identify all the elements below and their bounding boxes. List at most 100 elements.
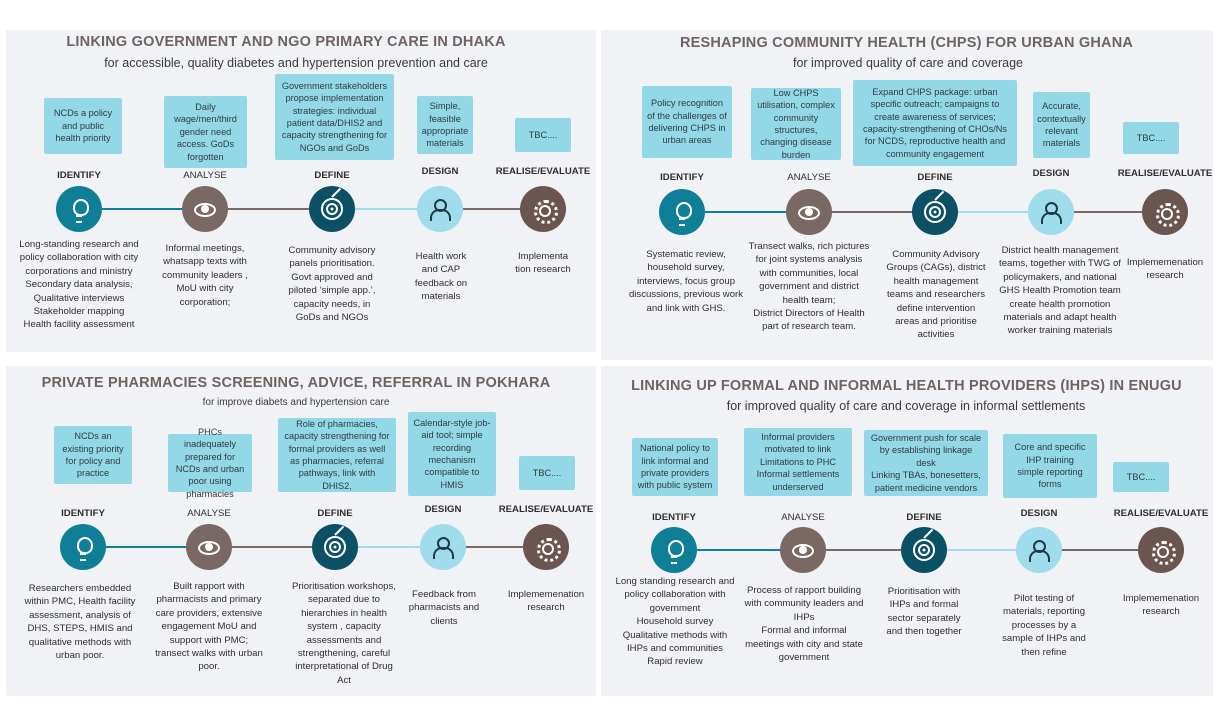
panel-title: LINKING UP FORMAL AND INFORMAL HEALTH PR… — [631, 378, 1182, 394]
panel-enugu: LINKING UP FORMAL AND INFORMAL HEALTH PR… — [601, 366, 1213, 696]
box-analyse: Informal providers motivated to link Lim… — [744, 428, 852, 496]
timeline-line — [466, 546, 523, 548]
stage-analyse-node — [186, 524, 232, 570]
desc-design: Feedback from pharmacists and clients — [408, 589, 480, 627]
box-design: Accurate, contextually relevant material… — [1033, 92, 1090, 158]
stage-realise-label: REALISE/EVALUATE — [1113, 508, 1209, 519]
desc-realise: Implememenation research — [507, 589, 585, 614]
stage-identify-label: IDENTIFY — [61, 508, 105, 519]
panel-subtitle: for improve diabets and hypertension car… — [202, 397, 390, 408]
box-define: Government push for scale by establishin… — [864, 430, 988, 496]
stage-analyse-label: ANALYSE — [787, 172, 831, 183]
box-identify: NCDs an existing priority for policy and… — [54, 426, 132, 484]
person-check-icon — [1025, 536, 1053, 564]
stage-design-label: DESIGN — [424, 504, 462, 515]
panel-ghana: RESHAPING COMMUNITY HEALTH (CHPS) FOR UR… — [601, 30, 1213, 360]
stage-design-node — [420, 524, 466, 570]
box-identify: National policy to link informal and pri… — [632, 438, 718, 496]
eye-icon — [789, 536, 817, 564]
stage-design-node — [1028, 189, 1074, 235]
panel-subtitle: for improved quality of care and coverag… — [793, 56, 1023, 70]
target-icon — [910, 536, 938, 564]
gear-icon — [532, 533, 561, 562]
box-define: Expand CHPS package: urban specific outr… — [853, 80, 1017, 166]
stage-define-label: DEFINE — [314, 170, 350, 181]
eye-icon — [195, 533, 223, 561]
timeline-line — [355, 208, 417, 210]
desc-analyse: Transect walks, rich pictures for joint … — [748, 241, 870, 333]
panel-title: LINKING GOVERNMENT AND NGO PRIMARY CARE … — [66, 34, 506, 50]
stage-analyse-label: ANALYSE — [183, 170, 227, 181]
eye-icon — [191, 195, 219, 223]
stage-define-node — [912, 189, 958, 235]
box-analyse: Daily wage/men/third gender need access.… — [164, 96, 247, 168]
stage-analyse-node — [780, 527, 826, 573]
timeline-line — [947, 549, 1016, 551]
stage-realise-node — [1138, 527, 1184, 573]
desc-design: District health management teams, togeth… — [999, 245, 1121, 337]
timeline-line — [832, 211, 913, 213]
panel-title: PRIVATE PHARMACIES SCREENING, ADVICE, RE… — [41, 375, 551, 391]
desc-identify: Long standing research and policy collab… — [615, 576, 735, 668]
stage-design-node — [417, 186, 463, 232]
box-design: Core and specific IHP training simple re… — [1003, 434, 1097, 498]
desc-realise: Implememenation research — [1126, 257, 1204, 282]
timeline-line — [697, 549, 780, 551]
stage-analyse-label: ANALYSE — [781, 512, 825, 523]
desc-identify: Systematic review, household survey, int… — [628, 249, 744, 314]
stage-design-label: DESIGN — [1032, 168, 1070, 179]
desc-design: Health work and CAP feedback on material… — [414, 251, 468, 303]
stage-analyse-node — [786, 189, 832, 235]
stage-define-node — [901, 527, 947, 573]
stage-realise-node — [523, 524, 569, 570]
timeline-line — [1062, 549, 1138, 551]
timeline-line — [1074, 211, 1142, 213]
gear-icon — [529, 195, 558, 224]
timeline-line — [102, 208, 183, 210]
desc-define: Community advisory panels prioritisation… — [288, 245, 376, 324]
desc-identify: Long-standing research and policy collab… — [19, 239, 139, 331]
box-define: Role of pharmacies, capacity strengtheni… — [278, 418, 396, 492]
stage-define-label: DEFINE — [317, 508, 353, 519]
timeline-line — [958, 211, 1030, 213]
box-identify: NCDs a policy and public health priority — [44, 98, 122, 154]
stage-identify-node — [56, 186, 102, 232]
stage-define-label: DEFINE — [906, 512, 942, 523]
box-realise: TBC.... — [1123, 122, 1179, 154]
desc-define: Community Advisory Groups (CAGs), distri… — [886, 249, 986, 341]
box-realise: TBC.... — [1113, 462, 1169, 492]
panel-subtitle: for accessible, quality diabetes and hyp… — [104, 56, 488, 70]
stage-design-node — [1016, 527, 1062, 573]
stage-identify-label: IDENTIFY — [57, 170, 101, 181]
timeline-line — [106, 546, 186, 548]
box-identify: Policy recognition of the challenges of … — [642, 86, 732, 158]
panel-title: RESHAPING COMMUNITY HEALTH (CHPS) FOR UR… — [679, 35, 1134, 51]
stage-identify-label: IDENTIFY — [652, 512, 696, 523]
timeline-line — [228, 208, 310, 210]
eye-icon — [795, 198, 823, 226]
stage-realise-label: REALISE/EVALUATE — [498, 504, 594, 515]
gear-icon — [1151, 198, 1180, 227]
stage-identify-label: IDENTIFY — [660, 172, 704, 183]
desc-analyse: Built rapport with pharmacists and prima… — [155, 581, 263, 673]
target-icon — [318, 195, 346, 223]
person-check-icon — [429, 533, 457, 561]
stage-realise-label: REALISE/EVALUATE — [1117, 168, 1213, 179]
desc-define: Prioritisation with IHPs and formal sect… — [886, 586, 962, 638]
stage-realise-label: REALISE/EVALUATE — [495, 166, 591, 177]
target-icon — [921, 198, 949, 226]
stage-realise-node — [520, 186, 566, 232]
lightbulb-icon — [69, 533, 97, 561]
panel-dhaka: LINKING GOVERNMENT AND NGO PRIMARY CARE … — [6, 30, 596, 352]
stage-identify-node — [659, 189, 705, 235]
person-check-icon — [1037, 198, 1065, 226]
stage-define-node — [309, 186, 355, 232]
person-check-icon — [426, 195, 454, 223]
gear-icon — [1147, 536, 1176, 565]
stage-design-label: DESIGN — [421, 166, 459, 177]
lightbulb-icon — [668, 198, 696, 226]
timeline-line — [463, 208, 521, 210]
panel-pokhara: PRIVATE PHARMACIES SCREENING, ADVICE, RE… — [6, 366, 596, 696]
stage-identify-node — [60, 524, 106, 570]
stage-analyse-label: ANALYSE — [187, 508, 231, 519]
